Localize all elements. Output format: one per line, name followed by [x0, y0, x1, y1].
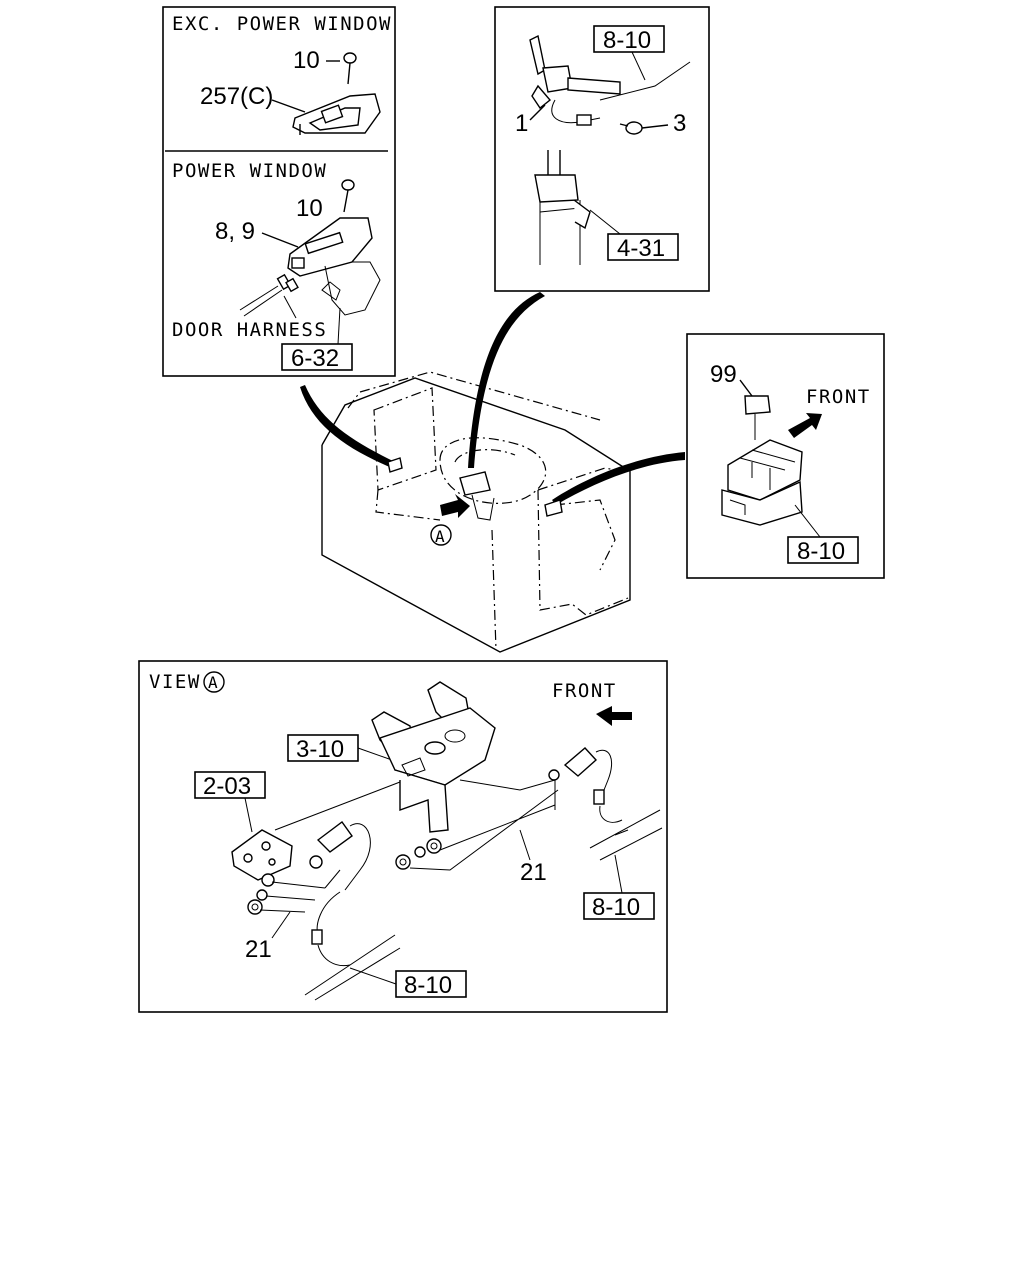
screw-icon — [343, 52, 357, 85]
stop-light-switch-left — [309, 821, 371, 967]
leader-curves — [300, 292, 685, 505]
ref-6-32: 6-32 — [291, 345, 339, 372]
pedal-bracket — [371, 681, 556, 833]
combination-switch — [529, 34, 621, 126]
callout-99: 99 — [710, 361, 737, 388]
ref-2-03: 2-03 — [203, 773, 251, 800]
relay-front-label: FRONT — [806, 386, 871, 408]
ref-8-10-right: 8-10 — [592, 894, 640, 921]
dashboard-overview: A — [321, 371, 631, 653]
ref-8-10-bottom: 8-10 — [404, 972, 452, 999]
ref-8-10-column: 8-10 — [603, 27, 651, 54]
relay-block-icon — [721, 439, 803, 526]
column-switch-panel: 8-10 1 3 4-31 — [494, 6, 710, 292]
window-switch-panel: EXC. POWER WINDOW 10 257(C) POWER WINDOW… — [162, 6, 396, 377]
callout-8-9: 8, 9 — [215, 218, 255, 245]
ref-4-31: 4-31 — [617, 235, 665, 262]
view-a-front-label: FRONT — [552, 680, 617, 702]
switch-bezel-plain — [292, 93, 381, 135]
ref-3-10: 3-10 — [296, 736, 344, 763]
power-window-heading: POWER WINDOW — [172, 160, 327, 182]
view-a-arrow-icon — [440, 494, 470, 518]
view-a-title-marker: A — [208, 673, 218, 692]
view-a-marker: A — [435, 527, 445, 546]
callout-1: 1 — [515, 110, 528, 137]
nuts-right — [395, 838, 442, 870]
steering-column — [534, 150, 591, 265]
callout-3: 3 — [673, 110, 686, 137]
relay-panel: 99 FRONT 8-10 — [686, 333, 885, 579]
power-window-switch — [287, 217, 381, 316]
door-harness-connector — [239, 273, 299, 317]
view-a-title: VIEW — [149, 671, 201, 693]
stop-light-switch-right — [548, 747, 623, 823]
clutch-bracket — [231, 829, 293, 881]
callout-10-top: 10 — [293, 47, 320, 74]
callout-257c: 257(C) — [200, 83, 273, 110]
nuts-left — [247, 873, 275, 915]
callout-21-left: 21 — [245, 936, 272, 963]
callout-21-right: 21 — [520, 859, 547, 886]
callout-10-bottom: 10 — [296, 195, 323, 222]
screw-icon-3 — [619, 121, 643, 135]
view-a-panel: VIEW A FRONT 3-10 8-10 — [138, 660, 668, 1013]
door-harness-label: DOOR HARNESS — [172, 319, 327, 341]
front-arrow-icon-2 — [596, 706, 632, 726]
relay-icon — [744, 395, 771, 440]
ref-8-10-relay: 8-10 — [797, 538, 845, 565]
screw-icon-2 — [341, 179, 355, 213]
exc-power-window-heading: EXC. POWER WINDOW — [172, 13, 392, 35]
front-arrow-icon — [788, 413, 822, 438]
